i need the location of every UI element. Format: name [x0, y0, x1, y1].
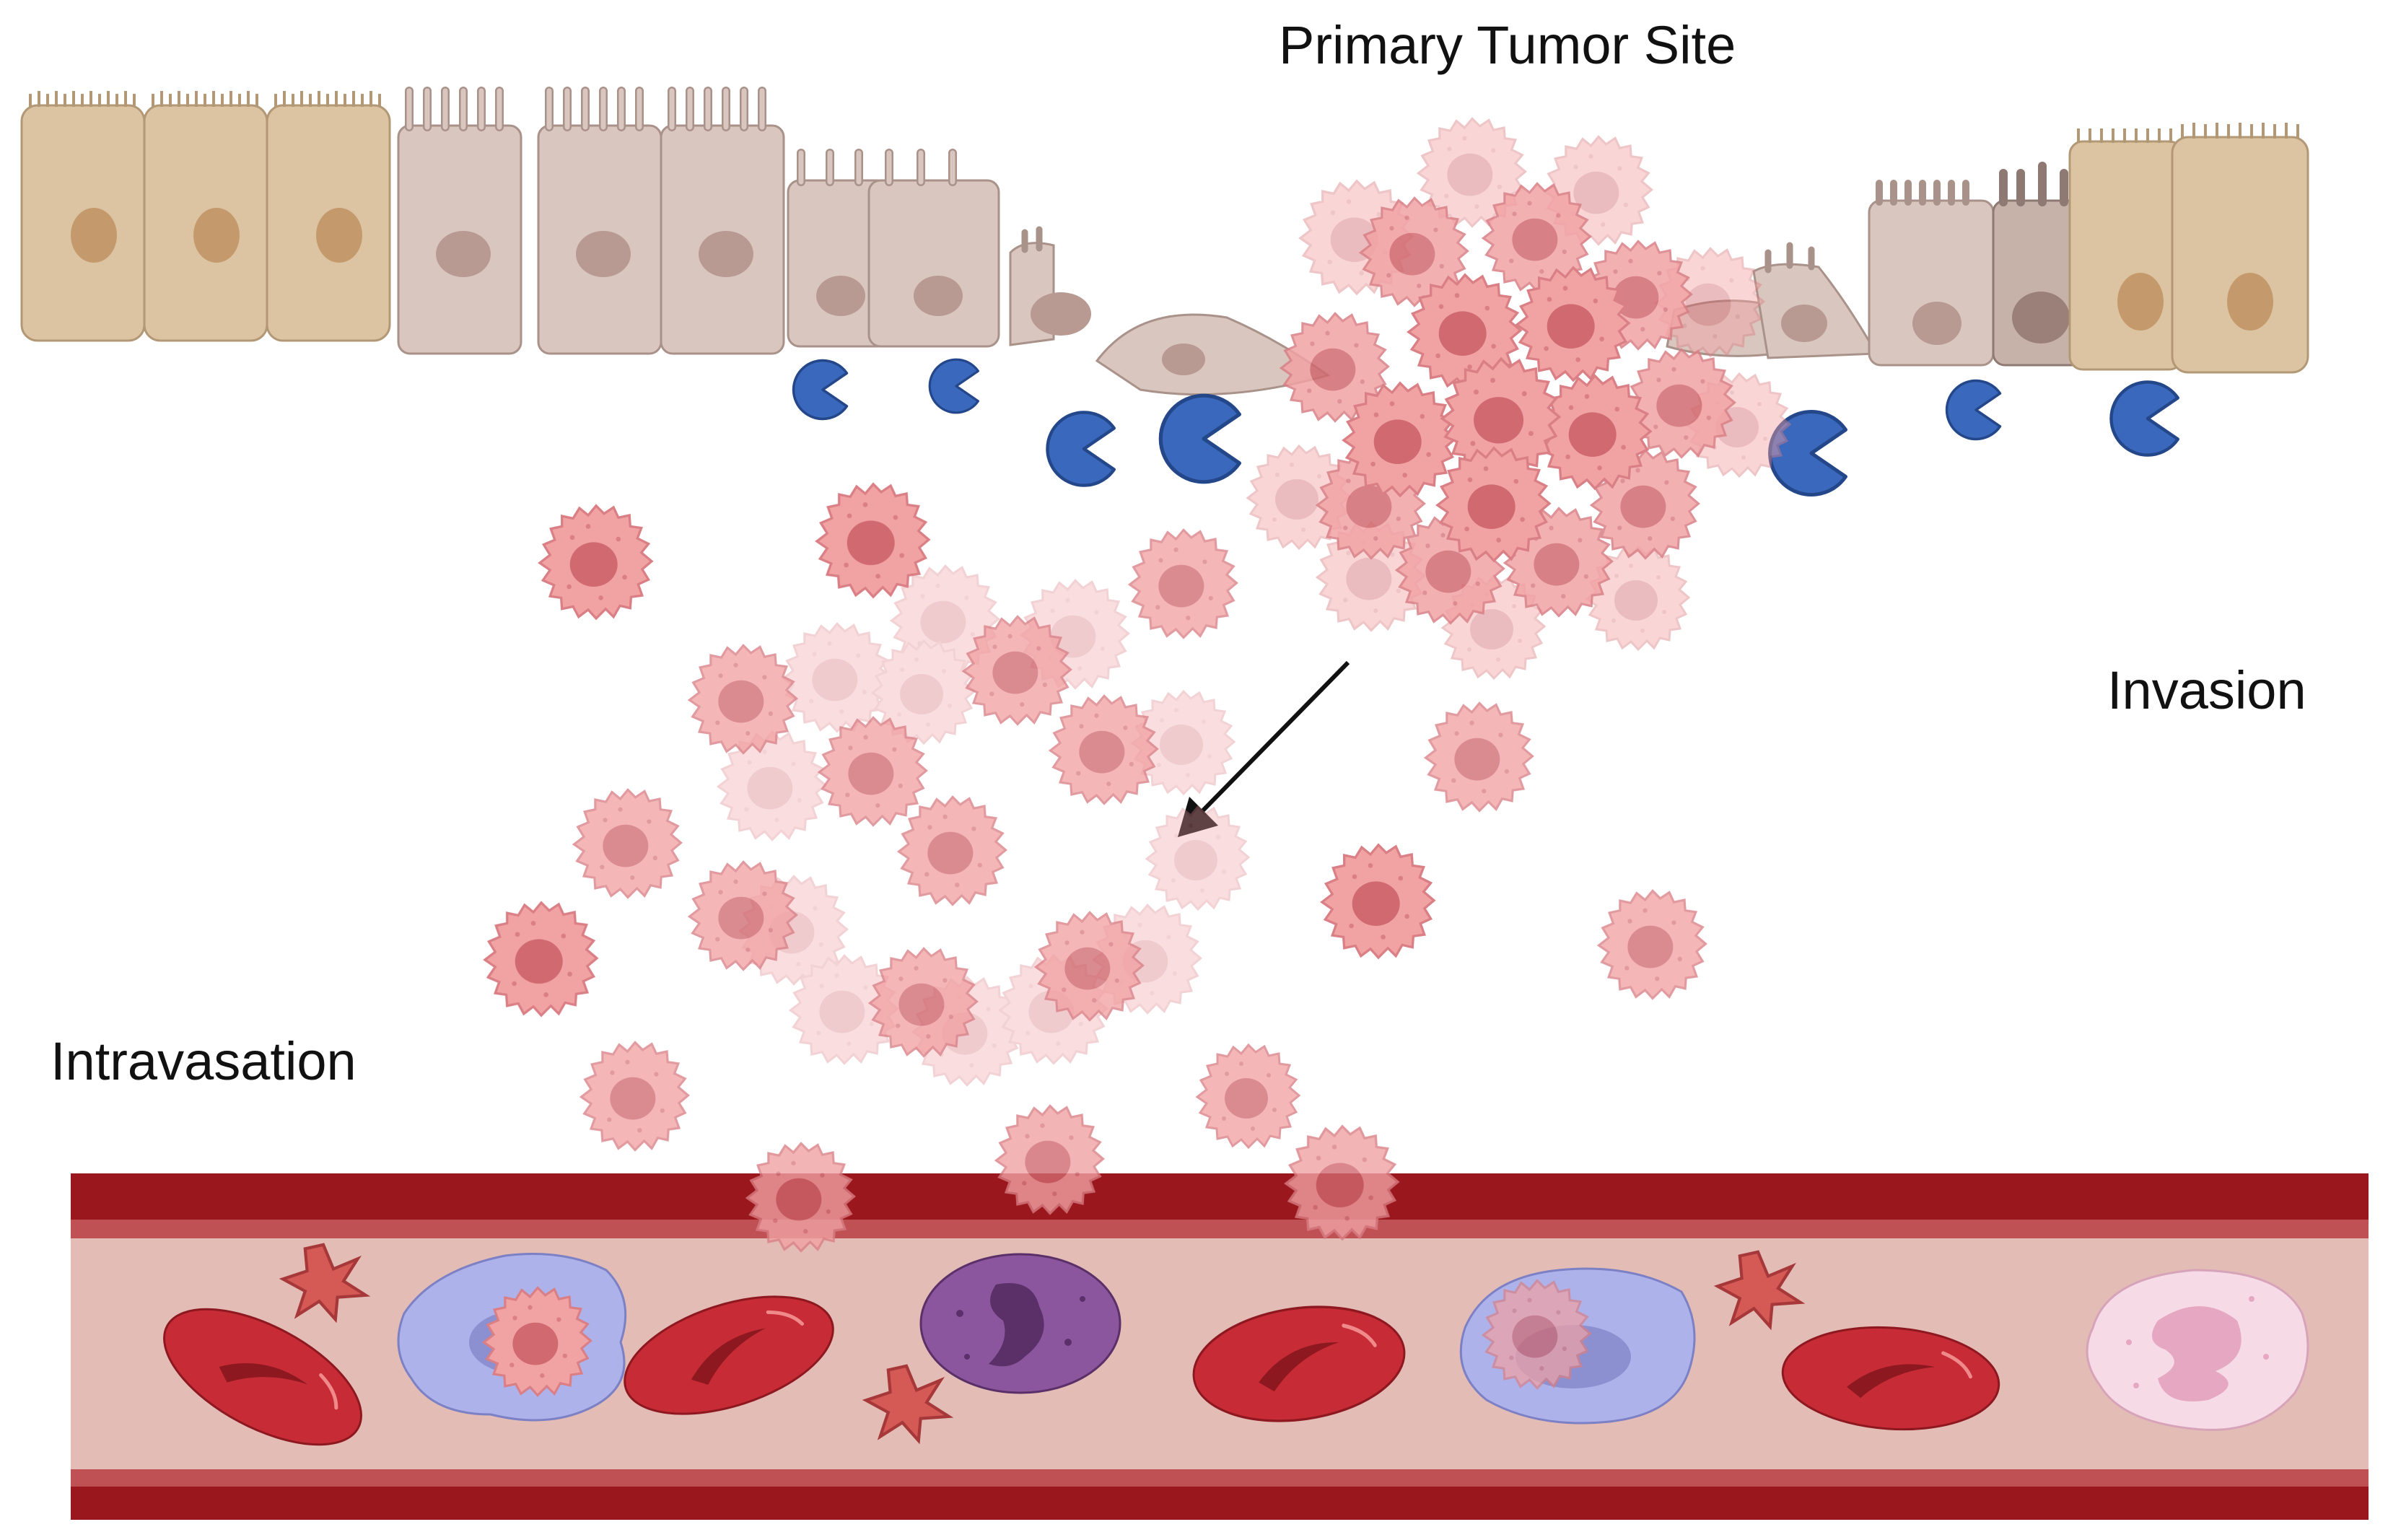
tumor-cell-icon — [1321, 844, 1435, 959]
tumor-cell-icon — [717, 730, 827, 841]
protease-icon — [1047, 412, 1114, 485]
epithelial-cell-icon — [2068, 128, 2184, 371]
tumor-cell-icon — [484, 901, 598, 1017]
tumor-cell-icon — [1424, 701, 1534, 813]
epithelial-cell-icon — [1009, 226, 1091, 346]
epithelial-cell-icon — [538, 91, 661, 354]
tumor-cell-icon — [1196, 1044, 1300, 1149]
primary-tumor-site-label: Primary Tumor Site — [1279, 15, 1736, 75]
tumor-cell-icon — [1145, 805, 1250, 911]
epithelial-cell-icon — [1752, 242, 1879, 359]
epithelial-layer — [20, 89, 2309, 396]
intravasation-label: Intravasation — [51, 1031, 357, 1091]
epithelial-cell-icon — [661, 91, 784, 354]
monocyte-icon — [1459, 1267, 1696, 1425]
protease-icon — [1945, 379, 2002, 441]
epithelial-cell-icon — [398, 91, 521, 354]
protease-icon — [928, 358, 980, 414]
primary-tumor — [1246, 117, 1791, 680]
protease-icon — [792, 359, 849, 421]
tumor-cell-icon — [897, 795, 1007, 906]
epithelial-cell-icon — [143, 89, 268, 342]
epithelial-cell-icon — [1868, 180, 1995, 367]
tumor-cell-icon — [1049, 694, 1159, 805]
monocyte-icon — [397, 1253, 627, 1422]
blood-cells — [144, 1245, 2309, 1472]
protease-icon — [2111, 382, 2177, 455]
tumor-cell-icon — [1597, 889, 1707, 1000]
epithelial-cell-icon — [2171, 123, 2309, 374]
epithelial-cell-icon — [867, 149, 1000, 348]
tumor-cell-icon — [538, 504, 653, 620]
epithelial-cell-icon — [20, 89, 146, 342]
protease-icon — [1160, 395, 1239, 482]
epithelial-cell-icon — [266, 89, 391, 342]
tumor-cell-icon — [688, 644, 798, 755]
tumor-cell-icon — [1128, 528, 1238, 639]
neutrophil-icon — [2086, 1269, 2309, 1431]
invasion-label: Invasion — [2107, 660, 2306, 720]
tumor-cell-icon — [579, 1041, 690, 1152]
tumor-cell-icon — [572, 788, 683, 899]
tumor-cell-icon — [782, 622, 892, 733]
lymphocyte-icon — [919, 1253, 1121, 1394]
epithelial-cell-icon — [787, 149, 891, 348]
